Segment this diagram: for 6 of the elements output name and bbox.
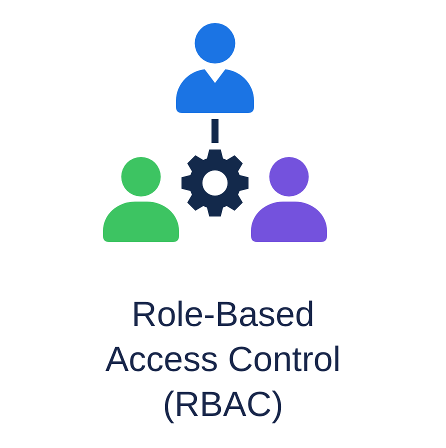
person-icon (176, 23, 254, 113)
connector-line (212, 119, 218, 143)
title: Role-Based Access Control (RBAC) (104, 294, 342, 426)
person-icon (103, 157, 179, 242)
gear-icon (181, 149, 249, 217)
person-icon (251, 157, 327, 242)
